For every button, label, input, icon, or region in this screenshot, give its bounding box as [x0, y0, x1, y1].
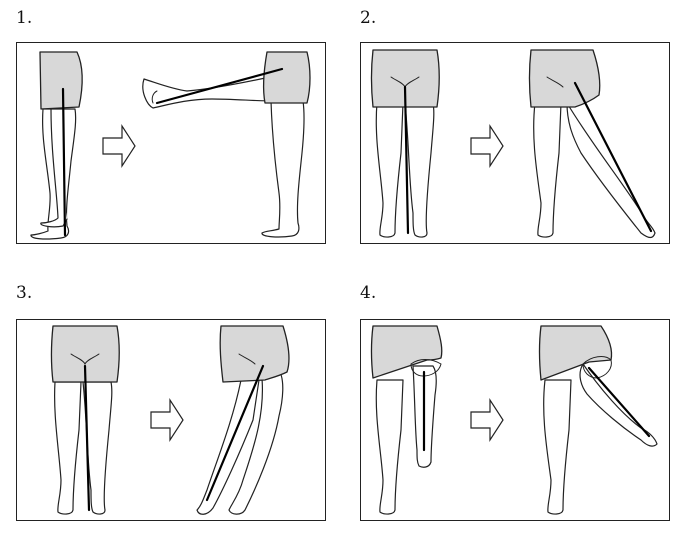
- moved-figure: [142, 51, 311, 238]
- transition-arrow-icon: [150, 397, 184, 443]
- moved-figure: [528, 49, 656, 239]
- moved-figure: [538, 325, 658, 515]
- moved-figure: [196, 325, 290, 515]
- panel-1: [16, 42, 326, 244]
- standing-figure: [370, 325, 443, 515]
- standing-figure: [50, 325, 120, 515]
- transition-arrow-icon: [470, 397, 504, 443]
- panel-3-number: 3.: [16, 283, 33, 303]
- panel-2-number: 2.: [360, 8, 377, 28]
- panel-1-number: 1.: [16, 8, 33, 28]
- panel-4-number: 4.: [360, 283, 377, 303]
- transition-arrow-icon: [102, 123, 136, 169]
- panel-4: [360, 319, 670, 521]
- transition-arrow-icon: [470, 123, 504, 169]
- standing-figure: [370, 49, 440, 238]
- panel-2: [360, 42, 670, 244]
- standing-figure: [30, 51, 83, 240]
- panel-3: [16, 319, 326, 521]
